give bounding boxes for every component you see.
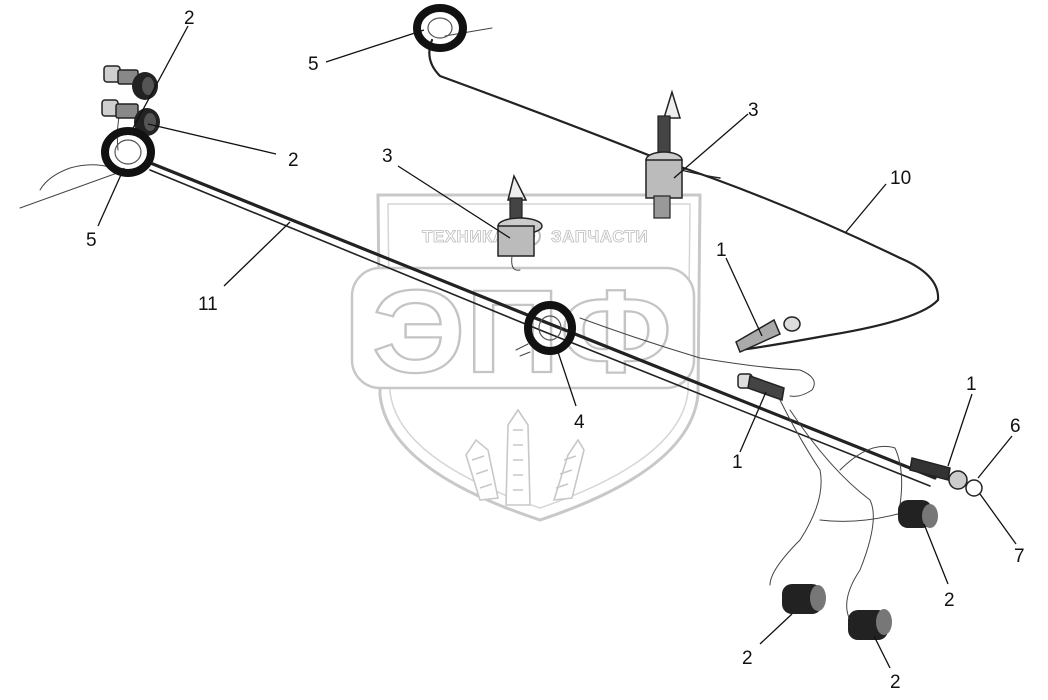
callout-label: 2: [890, 672, 901, 693]
callout-label: 2: [288, 150, 299, 171]
branch-wire-lower: [769, 399, 822, 586]
plug-center: [737, 373, 785, 402]
connector-top-left-upper: [103, 65, 158, 100]
callout-label: 1: [716, 240, 727, 261]
callout-label: 3: [748, 100, 759, 121]
loose-wire-left: [19, 164, 122, 209]
connector-lower-right-3: [848, 609, 892, 640]
callout-label: 5: [86, 230, 97, 251]
callout-label: 10: [890, 168, 911, 189]
callout-label: 2: [944, 590, 955, 611]
watermark-brand-text: ТЕХНИКА: [422, 227, 506, 246]
callout-label: 3: [382, 146, 393, 167]
callout-label: 1: [966, 374, 977, 395]
wheat-icon: [465, 408, 585, 506]
callout-label: 4: [574, 412, 585, 433]
callout-label: 11: [198, 294, 218, 315]
plug-upper: [735, 316, 801, 354]
callout-label: 5: [308, 54, 319, 75]
callout-label: 2: [742, 648, 753, 669]
connector-lower-right-1: [898, 500, 938, 528]
grommet-top: [413, 4, 467, 52]
grommet-center: [515, 301, 576, 357]
grommet-left: [101, 127, 155, 177]
harness-wire-10: [428, 38, 940, 352]
callout-label: 6: [1010, 416, 1021, 437]
harness-wire-11: [146, 160, 937, 480]
wires: [19, 27, 940, 621]
watermark-logo-letters: ЭПФ: [372, 266, 672, 398]
callout-label: 1: [732, 452, 743, 473]
sensor-center: [497, 173, 543, 271]
callout-label: 2: [184, 8, 195, 29]
callout-labels: 2 5 2 5 3 3 10 11 1 4 1 1 6 7 2 2 2: [86, 8, 1025, 693]
watermark-parts-text: ЗАПЧАСТИ: [551, 227, 648, 246]
leader-lines: [97, 25, 1017, 669]
connector-top-left-lower: [101, 99, 160, 136]
connector-lower-right-2: [782, 584, 826, 614]
callout-label: 7: [1014, 546, 1025, 567]
plug-right: [909, 457, 983, 497]
sensor-upper: [645, 89, 683, 219]
